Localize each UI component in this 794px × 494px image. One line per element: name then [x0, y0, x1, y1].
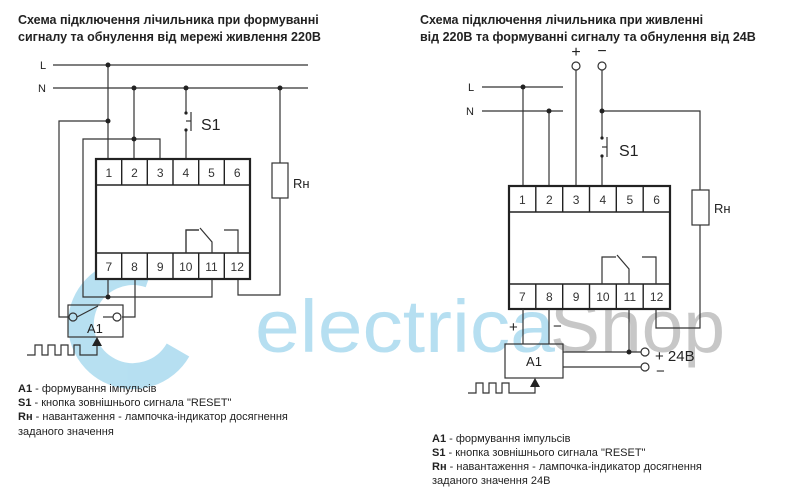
terminal-1: 1 — [519, 193, 526, 207]
terminal-7: 7 — [519, 290, 526, 304]
terminal-6: 6 — [234, 166, 241, 180]
a1-plus-label: + — [509, 319, 518, 336]
terminal-1: 1 — [105, 166, 112, 180]
left-pulse-wave-icon — [27, 344, 98, 356]
legend-text: - формування імпульсів — [446, 433, 571, 445]
terminal-4: 4 — [600, 193, 607, 207]
legend-key: S1 — [18, 397, 31, 409]
right-terminals: 1 2 3 4 5 6 7 8 9 10 11 12 — [519, 193, 664, 304]
line-l-label: L — [468, 82, 474, 94]
legend-text: - формування імпульсів — [32, 383, 157, 395]
terminal-5: 5 — [208, 166, 215, 180]
terminal-3: 3 — [157, 166, 164, 180]
right-a1-label: A1 — [526, 354, 542, 369]
left-s1-label: S1 — [201, 117, 221, 134]
left-title-line1: Схема підключення лічильника при формува… — [18, 13, 319, 27]
terminal-8: 8 — [131, 260, 138, 274]
watermark-text-electrica: electrica — [255, 285, 556, 368]
svg-text:A1 - формування імпульсів: A1 - формування імпульсів — [18, 383, 157, 395]
a1-minus-label: − — [553, 318, 562, 335]
line-n-label: N — [466, 106, 474, 118]
line-l-label: L — [40, 60, 46, 72]
supply-24v-minus-label: − — [656, 363, 665, 380]
svg-text:Rн - навантаження - лампочка-і: Rн - навантаження - лампочка-індикатор д… — [18, 411, 288, 423]
left-a1-block — [67, 304, 124, 338]
terminal-10: 10 — [179, 260, 193, 274]
legend-key: Rн — [432, 461, 447, 473]
svg-text:заданого значення 24В: заданого значення 24В — [432, 475, 550, 487]
right-pulse-wave-icon — [468, 382, 536, 394]
legend-text: - навантаження - лампочка-індикатор дося… — [33, 411, 288, 423]
legend-key: Rн — [18, 411, 33, 423]
left-legend: A1 - формування імпульсів S1 - кнопка зо… — [18, 383, 288, 438]
terminal-5: 5 — [626, 193, 633, 207]
terminal-8: 8 — [546, 290, 553, 304]
right-s1-label: S1 — [619, 143, 639, 160]
right-title-line1: Схема підключення лічильника при живленн… — [420, 13, 703, 27]
left-input-arrow-icon — [92, 337, 102, 346]
legend-text: - кнопка зовнішнього сигнала "RESET" — [31, 397, 231, 409]
line-n-label: N — [38, 83, 46, 95]
legend-text: - кнопка зовнішнього сигнала "RESET" — [445, 447, 645, 459]
svg-text:A1 - формування імпульсів: A1 - формування імпульсів — [432, 433, 571, 445]
terminal-11: 11 — [624, 290, 637, 304]
legend-text: заданого значення 24В — [432, 475, 550, 487]
left-load-resistor — [271, 162, 289, 199]
left-diagram: Схема підключення лічильника при формува… — [18, 13, 321, 438]
svg-text:Rн - навантаження - лампочка-і: Rн - навантаження - лампочка-індикатор д… — [432, 461, 702, 473]
terminal-9: 9 — [573, 290, 580, 304]
supply-24v-plus-label: + 24В — [655, 348, 695, 365]
terminal-7: 7 — [105, 260, 112, 274]
dc-plus-label: + — [571, 44, 580, 61]
left-a1-label: A1 — [87, 321, 103, 336]
svg-text:S1 - кнопка зовнішнього сигнал: S1 - кнопка зовнішнього сигнала "RESET" — [18, 397, 232, 409]
terminal-3: 3 — [573, 193, 580, 207]
terminal-9: 9 — [157, 260, 164, 274]
right-load-label: Rн — [714, 201, 731, 216]
svg-text:S1 - кнопка зовнішнього сигнал: S1 - кнопка зовнішнього сигнала "RESET" — [432, 447, 646, 459]
right-a1-block — [504, 343, 564, 379]
dc-minus-terminal — [597, 61, 607, 71]
left-terminals: 1 2 3 4 5 6 7 8 9 10 11 12 — [105, 166, 244, 274]
dc-minus-label: − — [597, 43, 606, 60]
terminal-6: 6 — [653, 193, 660, 207]
left-load-label: Rн — [293, 176, 310, 191]
right-legend: A1 - формування імпульсів S1 - кнопка зо… — [432, 433, 702, 487]
supply-24v-plus-terminal — [640, 347, 650, 357]
dc-plus-terminal — [571, 61, 581, 71]
right-title-line2: від 220В та формуванні сигналу та обнуле… — [420, 30, 756, 44]
right-diagram: Схема підключення лічильника при живленн… — [420, 13, 756, 487]
supply-24v-minus-terminal — [640, 362, 650, 372]
legend-key: A1 — [432, 433, 446, 445]
terminal-4: 4 — [182, 166, 189, 180]
terminal-10: 10 — [596, 290, 610, 304]
legend-text: заданого значення — [18, 426, 114, 438]
terminal-2: 2 — [546, 193, 553, 207]
terminal-12: 12 — [650, 290, 664, 304]
legend-key: S1 — [432, 447, 445, 459]
terminal-2: 2 — [131, 166, 138, 180]
terminal-12: 12 — [231, 260, 245, 274]
svg-text:заданого значення: заданого значення — [18, 426, 114, 438]
right-relay-contact — [601, 256, 616, 284]
legend-text: - навантаження - лампочка-індикатор дося… — [447, 461, 702, 473]
right-load-resistor — [691, 189, 710, 226]
left-title-line2: сигналу та обнулення від мережі живлення… — [18, 30, 321, 44]
right-input-arrow-icon — [530, 378, 540, 387]
legend-key: A1 — [18, 383, 32, 395]
terminal-11: 11 — [205, 260, 218, 274]
